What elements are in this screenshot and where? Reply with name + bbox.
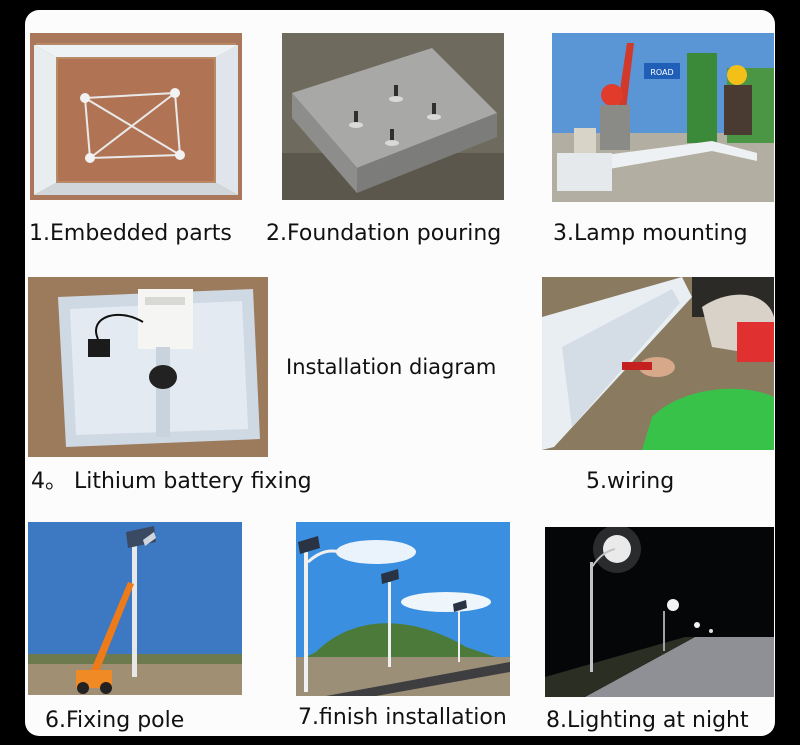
photo-wiring <box>542 277 774 450</box>
photo-lithium-battery-fixing <box>28 277 268 457</box>
step-caption-6: 6.Fixing pole <box>45 708 185 733</box>
step-caption-1: 1.Embedded parts <box>29 221 232 246</box>
photo-lamp-mounting: ROAD <box>552 33 774 202</box>
step-caption-4: 4。 Lithium battery fixing <box>31 469 312 494</box>
photo-foundation-pouring <box>282 33 504 200</box>
photo-embedded-parts <box>30 33 242 200</box>
step-caption-8: 8.Lighting at night <box>546 708 749 733</box>
diagram-title: Installation diagram <box>286 355 497 379</box>
step-caption-2: 2.Foundation pouring <box>266 221 502 246</box>
step-caption-5: 5.wiring <box>586 469 675 494</box>
photo-fixing-pole <box>28 522 242 695</box>
photo-lighting-at-night <box>545 527 774 697</box>
step-caption-3: 3.Lamp mounting <box>553 221 748 246</box>
step-caption-7: 7.finish installation <box>298 705 507 730</box>
photo-finish-installation <box>296 522 510 696</box>
road-sign-text: ROAD <box>650 68 673 77</box>
